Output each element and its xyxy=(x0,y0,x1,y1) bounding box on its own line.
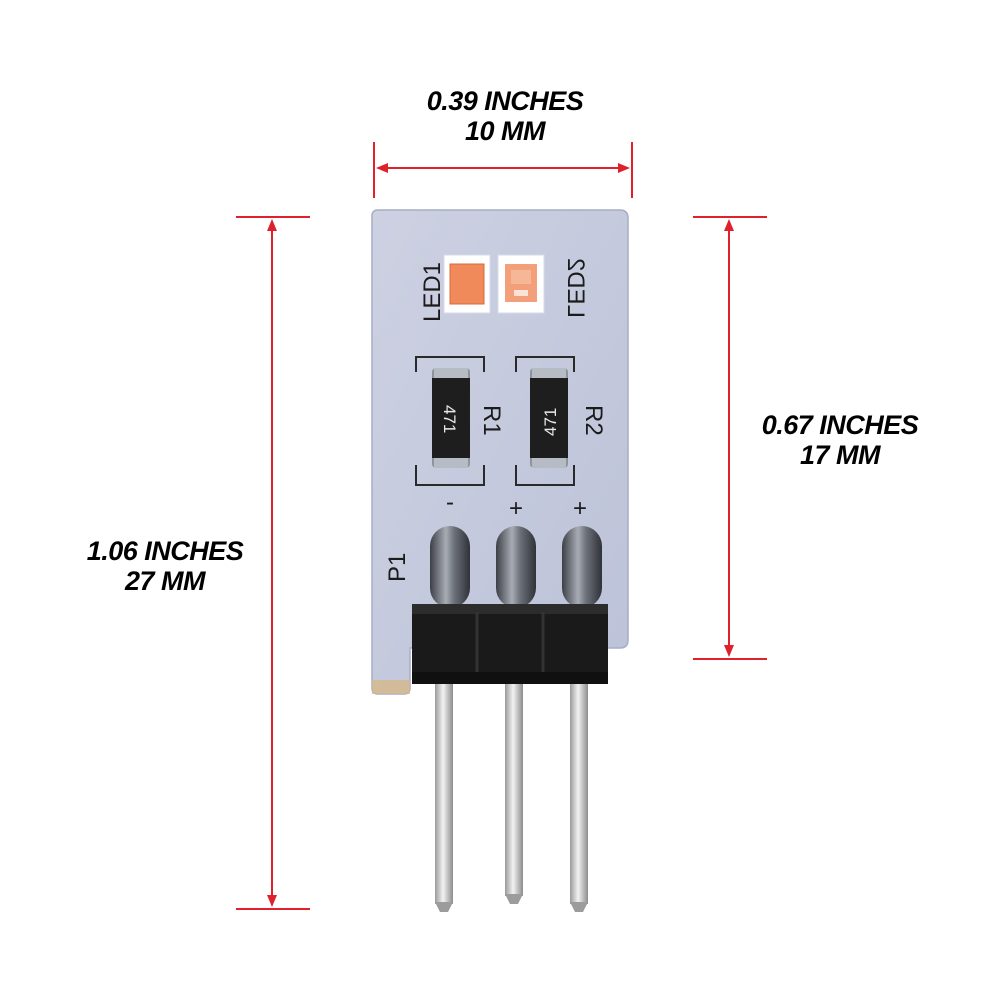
led2-label: LED2 xyxy=(562,258,589,318)
width-dimension-line xyxy=(373,142,633,198)
r2-resistor xyxy=(530,368,568,468)
r1-code: 471 xyxy=(440,405,459,433)
pin-plus-label-2: + xyxy=(573,495,587,522)
width-dimension-label: 0.39 INCHES 10 MM xyxy=(395,86,615,146)
height-mm: 27 MM xyxy=(124,566,206,596)
r1-resistor xyxy=(432,368,470,468)
r2-code: 471 xyxy=(541,408,560,436)
r2-outline xyxy=(515,356,575,486)
r1-outline xyxy=(415,356,485,486)
width-inches: 0.39 INCHES xyxy=(426,86,584,116)
pin-plus-label-1: + xyxy=(509,495,523,522)
height-dimension-label: 1.06 INCHES 27 MM xyxy=(55,536,275,596)
board-mm: 17 MM xyxy=(799,440,881,470)
led1-component xyxy=(443,254,491,314)
header-pins xyxy=(435,670,588,912)
solder-joints xyxy=(430,526,602,608)
height-dimension-line xyxy=(236,216,310,910)
led1-label: LED1 xyxy=(419,262,446,322)
pin-header xyxy=(412,604,608,684)
pin-minus-label: - xyxy=(446,489,454,516)
board-dimension-line xyxy=(693,216,767,660)
board-inches: 0.67 INCHES xyxy=(761,410,919,440)
height-inches: 1.06 INCHES xyxy=(86,536,244,566)
led2-component xyxy=(497,254,545,314)
width-mm: 10 MM xyxy=(464,116,546,146)
r1-label: R1 xyxy=(478,405,505,436)
r2-label: R2 xyxy=(580,405,607,436)
board-dimension-label: 0.67 INCHES 17 MM xyxy=(730,410,950,470)
p1-label: P1 xyxy=(384,553,411,582)
